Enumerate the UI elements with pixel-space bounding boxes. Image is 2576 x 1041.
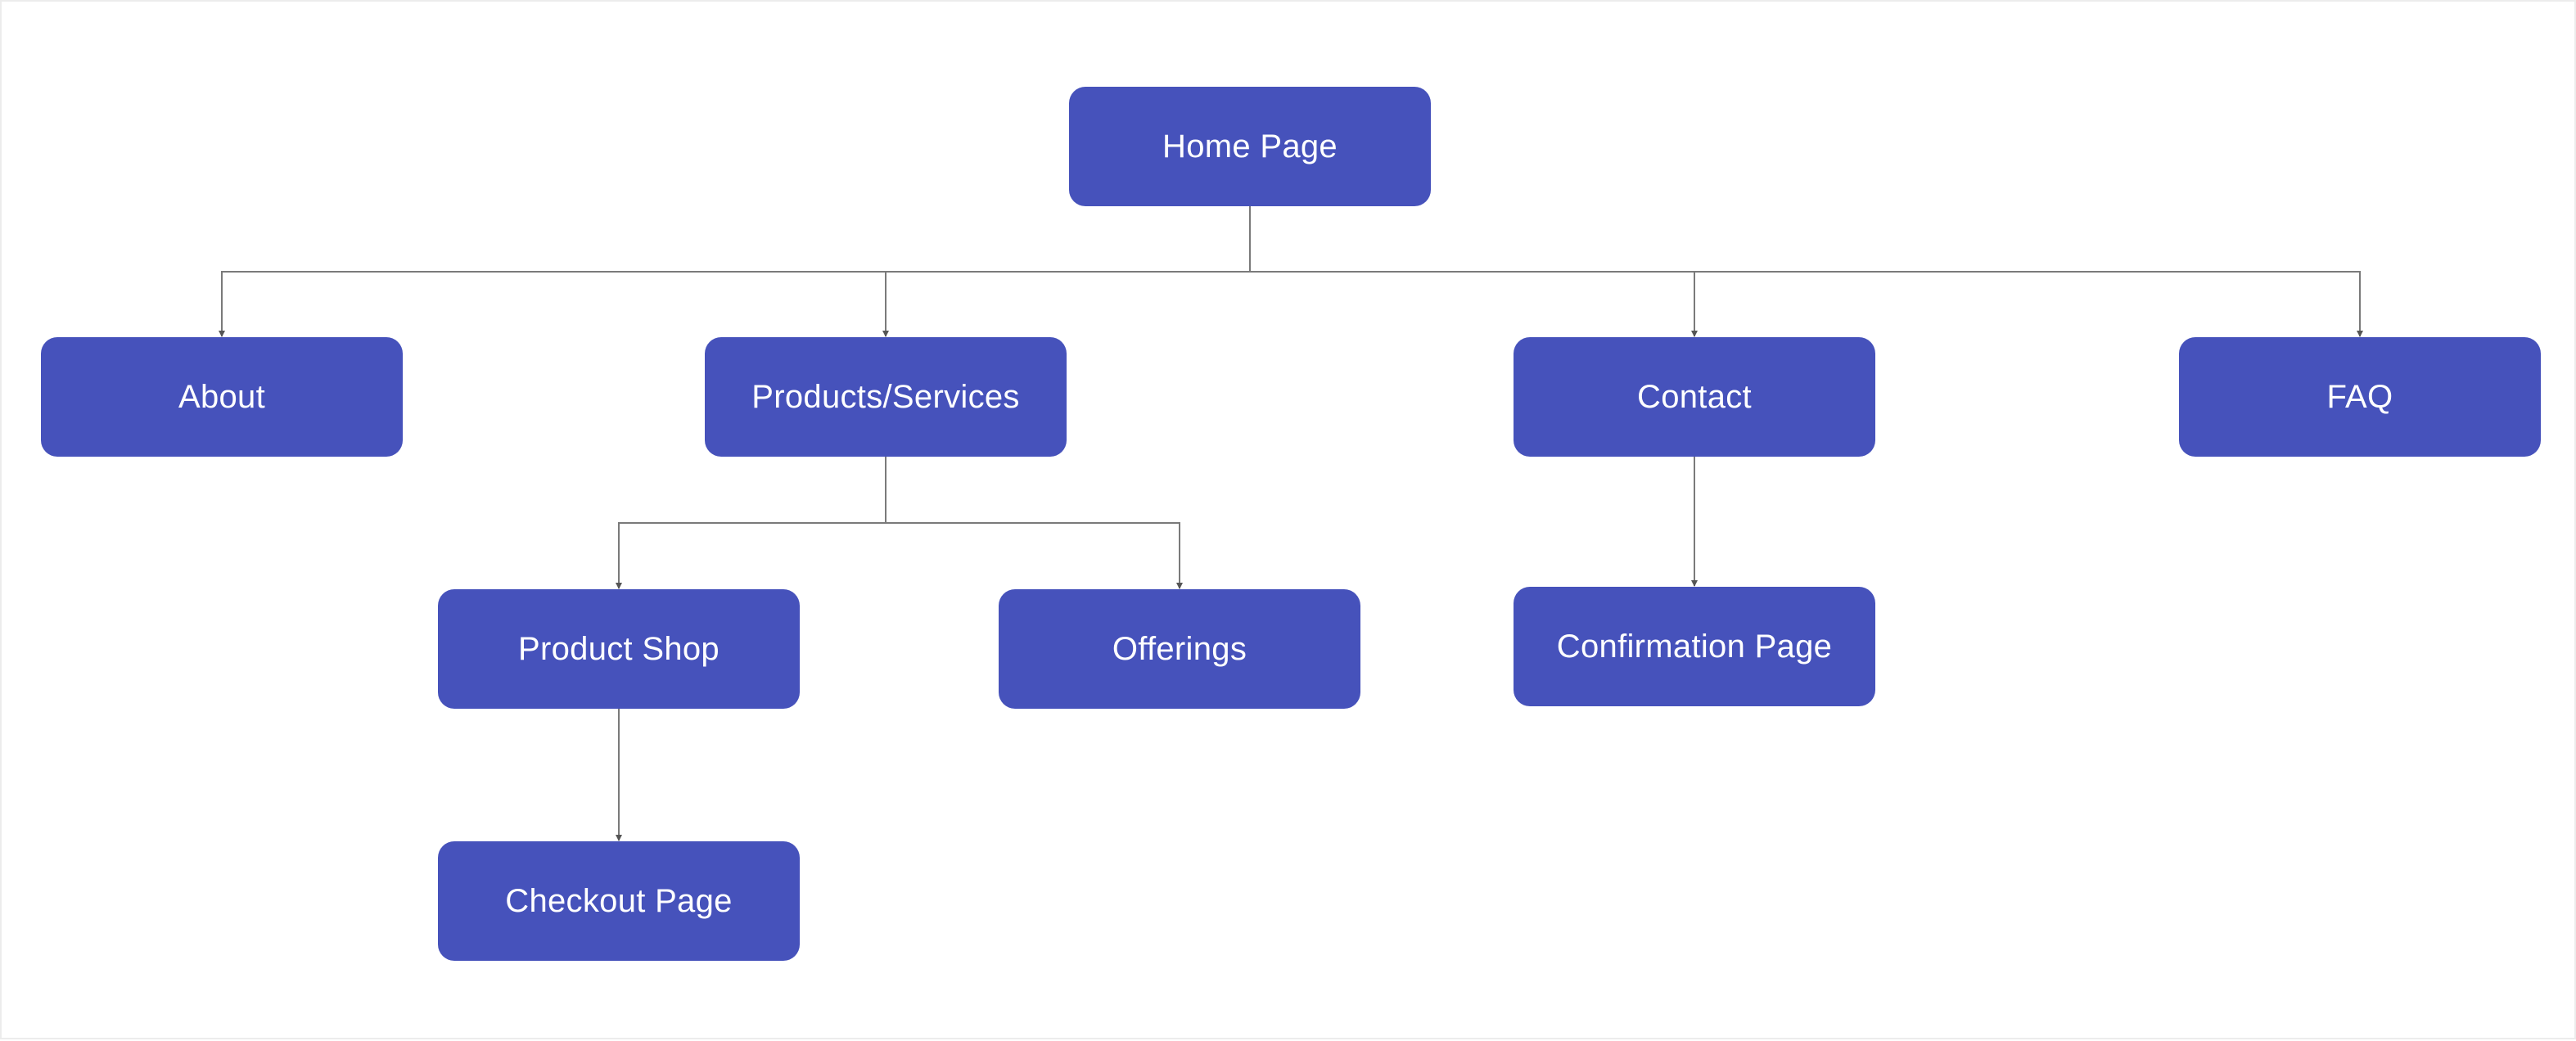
node-about: About	[41, 337, 403, 457]
node-product-shop: Product Shop	[438, 589, 800, 709]
node-faq: FAQ	[2179, 337, 2541, 457]
node-products-services: Products/Services	[705, 337, 1067, 457]
node-checkout-page: Checkout Page	[438, 841, 800, 961]
node-contact: Contact	[1514, 337, 1875, 457]
node-home-page: Home Page	[1069, 87, 1431, 206]
node-confirmation-page: Confirmation Page	[1514, 587, 1875, 706]
node-offerings: Offerings	[999, 589, 1360, 709]
connector-products-to-product_shop	[616, 457, 886, 589]
connector-home-to-products	[882, 206, 1251, 337]
connector-home-to-faq	[1249, 206, 2363, 337]
connector-products-to-offerings	[885, 457, 1183, 589]
